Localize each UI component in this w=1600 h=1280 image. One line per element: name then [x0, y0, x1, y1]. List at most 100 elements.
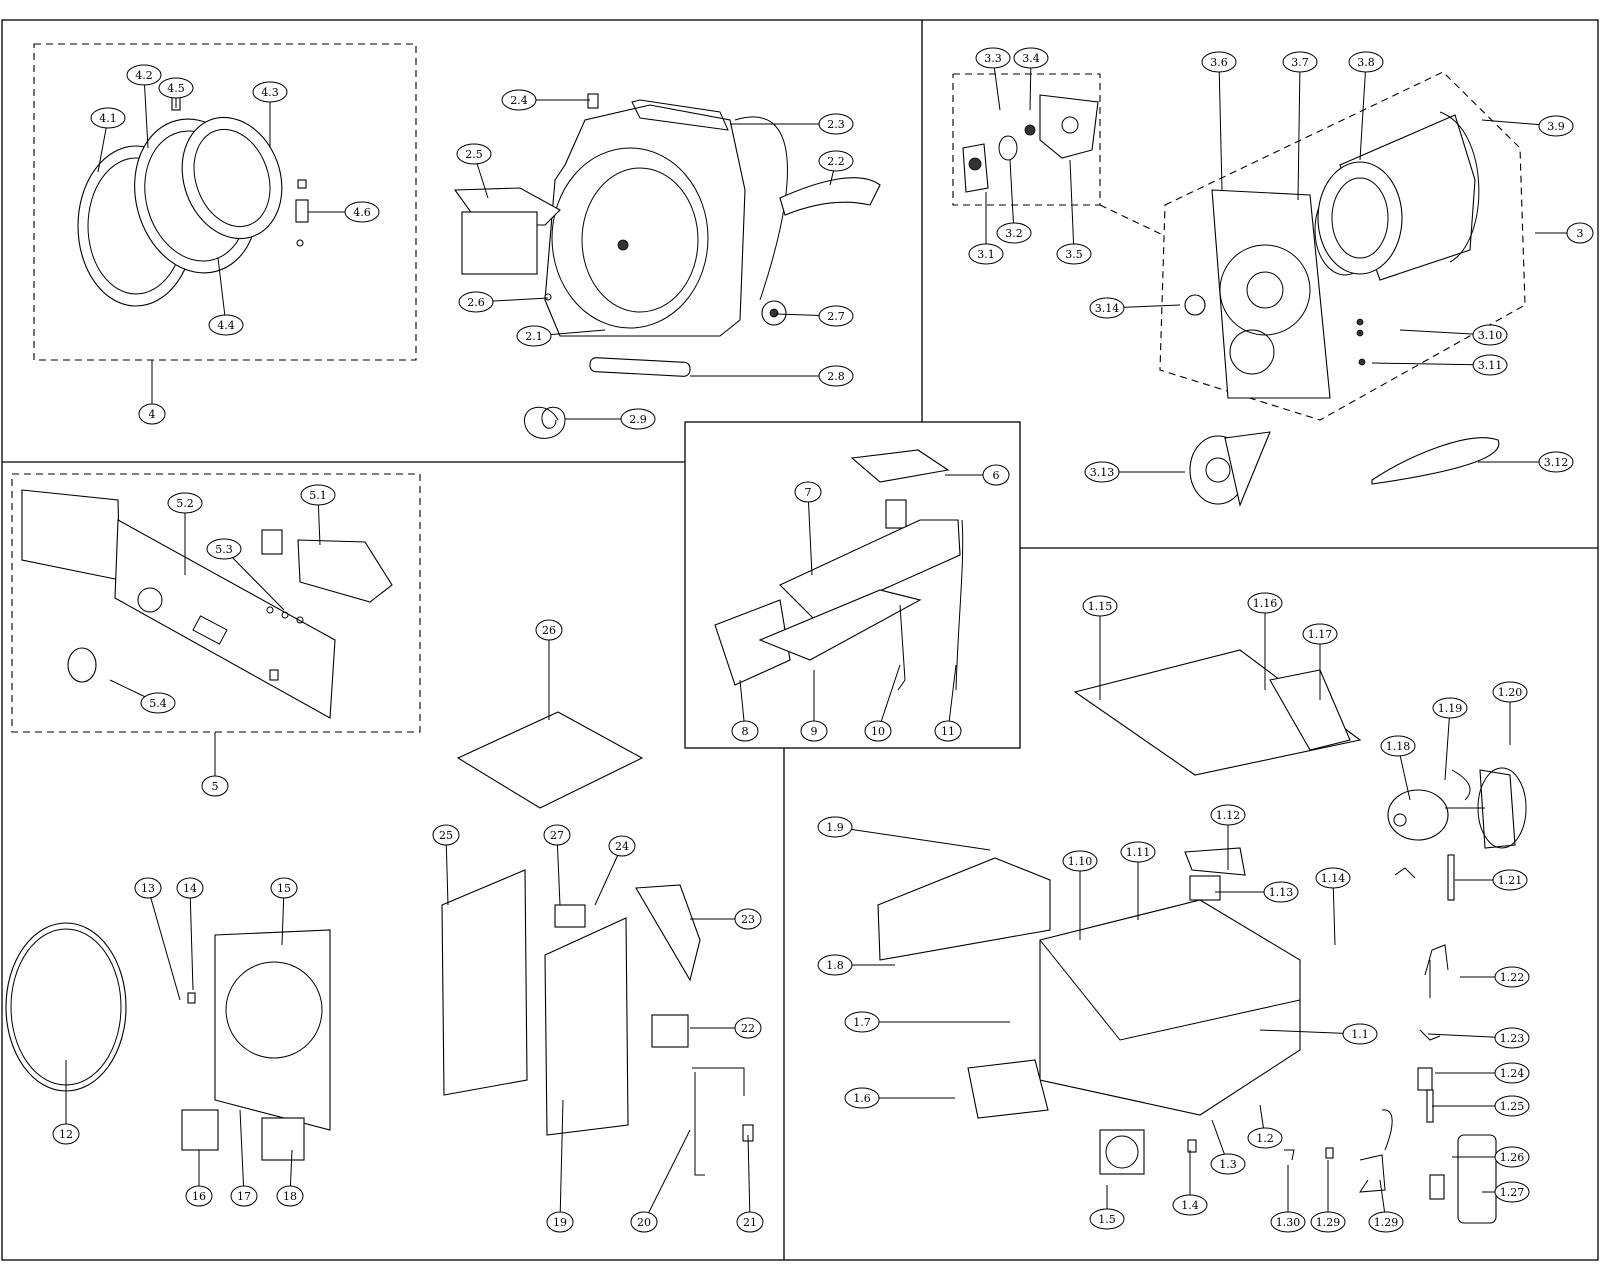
callout-text: 1.9: [826, 821, 844, 834]
callout-bubble: [1494, 1095, 1530, 1117]
callout-4.1: 4.1: [90, 107, 126, 173]
callout-text: 1.19: [1438, 702, 1463, 715]
callout-1.12: 1.12: [1210, 804, 1246, 870]
drum-assembly: [962, 94, 1500, 507]
callout-bubble: [1302, 623, 1338, 645]
callout-bubble: [185, 1185, 213, 1207]
callout-bubble: [620, 408, 656, 430]
callout-bubble: [252, 81, 288, 103]
callout-3.14: 3.14: [1089, 297, 1181, 319]
callout-text: 5.4: [149, 697, 167, 710]
callout-bubble: [817, 816, 853, 838]
callout-18: 18: [276, 1149, 304, 1207]
callout-text: 1.23: [1500, 1032, 1525, 1045]
callout-1.11: 1.11: [1120, 841, 1156, 920]
callout-bubble: [734, 908, 762, 930]
callout-1.21: 1.21: [1455, 869, 1528, 891]
callout-text: 3.14: [1095, 302, 1120, 315]
callout-23: 23: [690, 908, 762, 930]
callout-7: 7: [794, 481, 822, 576]
callout-bubble: [1013, 47, 1049, 69]
callout-text: 1.24: [1500, 1067, 1525, 1080]
section-frames: [1, 19, 1599, 1261]
base-assembly: [877, 649, 1527, 1224]
callout-5.3: 5.3: [206, 538, 285, 611]
leader-line: [189, 887, 194, 991]
callout-bubble: [1310, 1211, 1346, 1233]
callout-2.8: 2.8: [690, 365, 854, 387]
callout-1.16: 1.16: [1247, 592, 1283, 690]
callout-1.29b: 1.29: [1368, 1179, 1404, 1233]
callout-text: 1.18: [1386, 740, 1411, 753]
callout-11: 11: [934, 664, 962, 742]
callout-text: 1.3: [1219, 1158, 1237, 1171]
callout-text: 2.1: [525, 330, 543, 343]
callout-1.15: 1.15: [1082, 595, 1118, 700]
callout-text: 1.22: [1500, 971, 1525, 984]
callout-bubble: [208, 314, 244, 336]
callout-5.1: 5.1: [300, 484, 336, 546]
leader-line: [1069, 159, 1075, 255]
callout-text: 2.3: [827, 118, 845, 131]
callout-text: 26: [542, 624, 556, 637]
callout-bubble: [176, 877, 204, 899]
callout-text: 7: [805, 486, 812, 499]
callout-text: 3.4: [1022, 52, 1040, 65]
callout-text: 5.2: [176, 497, 194, 510]
callout-2.6: 2.6: [458, 291, 549, 313]
callout-text: 1.2: [1256, 1132, 1274, 1145]
callout-bubble: [818, 150, 854, 172]
callout-bubble: [276, 1185, 304, 1207]
callout-3.2: 3.2: [996, 159, 1032, 244]
callout-text: 21: [743, 1216, 757, 1229]
callout-text: 15: [277, 882, 291, 895]
callout-bubble: [1084, 461, 1120, 483]
leader-line: [217, 257, 227, 326]
leader-line: [223, 548, 285, 611]
callout-text: 27: [550, 829, 564, 842]
callout-bubble: [982, 464, 1010, 486]
callout-3.10: 3.10: [1399, 324, 1508, 346]
callout-text: 13: [141, 882, 155, 895]
callout-4: 4: [138, 360, 166, 425]
callout-text: 3.11: [1478, 359, 1503, 372]
callout-text: 3.5: [1065, 248, 1083, 261]
callout-bubble: [1315, 867, 1351, 889]
callout-3.7: 3.7: [1282, 51, 1318, 201]
leader-line: [1371, 362, 1491, 366]
callout-1.25: 1.25: [1432, 1095, 1530, 1117]
callout-1.14: 1.14: [1315, 867, 1351, 946]
callout-text: 3: [1577, 227, 1584, 240]
callout-bubble: [968, 243, 1004, 265]
leader-line: [1332, 877, 1336, 946]
callout-3.11: 3.11: [1371, 354, 1508, 376]
callout-text: 1.17: [1308, 628, 1333, 641]
callout-text: 4.4: [217, 319, 235, 332]
callout-text: 8: [742, 725, 749, 738]
callout-26: 26: [535, 619, 563, 720]
callout-bubble: [230, 1185, 258, 1207]
callout-text: 3.6: [1210, 56, 1228, 69]
callout-text: 4.6: [353, 206, 371, 219]
callout-1.2: 1.2: [1247, 1104, 1283, 1149]
callout-3.5: 3.5: [1056, 159, 1092, 265]
leader-line: [877, 664, 901, 732]
callout-1.30: 1.30: [1270, 1165, 1306, 1233]
callout-text: 4.2: [135, 69, 153, 82]
callout-text: 1.4: [1181, 1199, 1199, 1212]
callout-bubble: [818, 113, 854, 135]
callout-text: 2.8: [827, 370, 845, 383]
callout-bubble: [546, 1211, 574, 1233]
callout-1.27: 1.27: [1482, 1181, 1530, 1203]
callout-text: 5.1: [309, 489, 327, 502]
callout-3.9: 3.9: [1481, 115, 1574, 137]
callout-bubble: [167, 492, 203, 514]
callout-text: 16: [192, 1190, 206, 1203]
callout-text: 2.4: [510, 94, 528, 107]
callout-bubble: [134, 877, 162, 899]
callout-text: 1.21: [1498, 874, 1523, 887]
callout-text: 3.13: [1090, 466, 1115, 479]
callout-bubble: [864, 720, 892, 742]
callout-bubble: [1056, 243, 1092, 265]
callout-bubble: [1566, 222, 1594, 244]
